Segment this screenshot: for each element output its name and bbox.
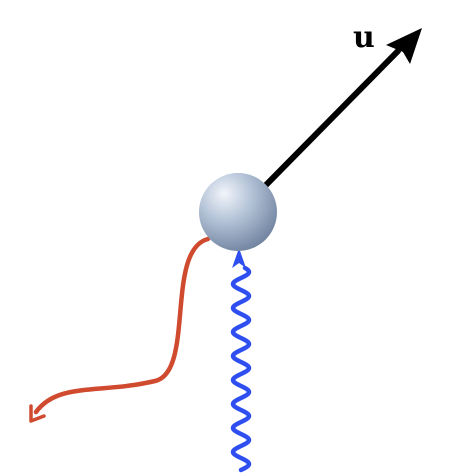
- particle-sphere: [199, 173, 277, 251]
- vector-u-arrowhead: [386, 28, 422, 64]
- red-arrowhead: [29, 404, 46, 423]
- incoming-blue-wave: [230, 265, 252, 473]
- vector-label: u: [353, 20, 375, 55]
- blue-arrowhead: [232, 248, 246, 268]
- vector-u-shaft: [262, 48, 401, 189]
- outgoing-red-path: [33, 236, 211, 415]
